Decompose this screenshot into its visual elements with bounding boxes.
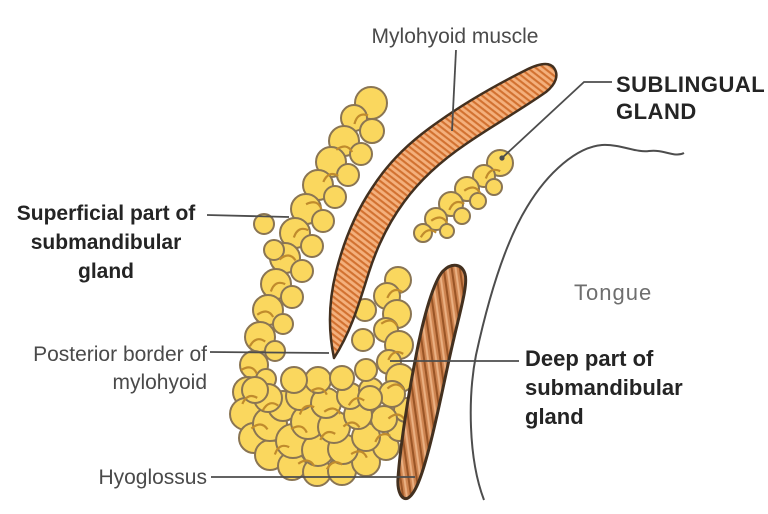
leader-posterior-border <box>209 351 330 354</box>
label-tongue: Tongue <box>574 280 653 305</box>
sublingual-gland-shape <box>413 149 514 243</box>
label-line: Deep part of <box>525 346 654 371</box>
leader-superficial-part <box>206 214 290 218</box>
label-line: gland <box>78 260 134 283</box>
mylohyoid-muscle-shape <box>328 62 558 360</box>
leader-mylohyoid-muscle <box>451 49 457 132</box>
label-superficial-part: Superficial part of submandibular gland <box>5 199 207 286</box>
leader-sublingual-endpoint-dot <box>499 155 505 161</box>
label-mylohyoid-muscle: Mylohyoid muscle <box>371 25 539 48</box>
label-line: GLAND <box>616 99 697 124</box>
label-sublingual-gland: SUBLINGUAL GLAND <box>616 71 765 125</box>
label-line: Posterior border of <box>33 343 207 366</box>
label-line: SUBLINGUAL <box>616 72 766 97</box>
label-hyoglossus: Hyoglossus <box>98 466 207 489</box>
label-line: gland <box>525 404 584 429</box>
label-deep-part: Deep part of submandibular gland <box>525 344 683 431</box>
leader-sublingual-gland <box>501 81 612 159</box>
label-line: Superficial part of <box>16 202 196 225</box>
submandibular-gland-shape <box>229 86 419 487</box>
label-line: submandibular <box>525 375 683 400</box>
label-line: mylohyoid <box>112 371 207 394</box>
tongue-outline-curve <box>469 143 685 501</box>
label-line: submandibular <box>30 231 182 254</box>
label-posterior-border: Posterior border of mylohyoid <box>0 341 207 397</box>
